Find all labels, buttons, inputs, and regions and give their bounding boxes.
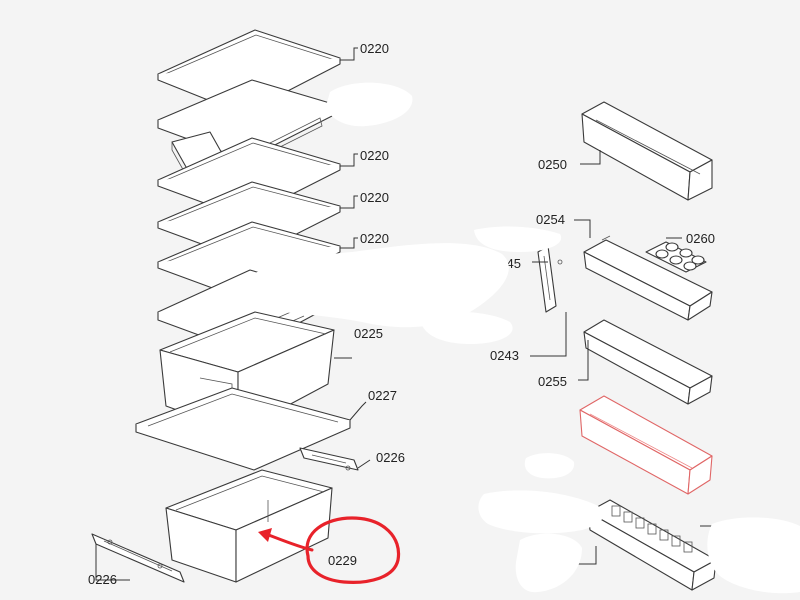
label-door-shelf-3: 0255 bbox=[538, 374, 567, 389]
label-crisper-lower: 0229 bbox=[328, 553, 357, 568]
redaction-scribbles bbox=[228, 82, 800, 594]
bottle-holder bbox=[611, 505, 693, 553]
label-shelf-1: 0220 bbox=[360, 41, 389, 56]
label-bracket-lower: 0243 bbox=[490, 348, 519, 363]
annotation-arrow-head bbox=[258, 528, 272, 542]
annotation-circle bbox=[305, 516, 401, 584]
egg-tray bbox=[645, 241, 707, 273]
crisper-drawer-lower bbox=[165, 469, 333, 583]
door-shelf-bottom bbox=[587, 499, 717, 591]
telescopic-rail-right bbox=[299, 447, 359, 471]
door-shelf-3 bbox=[583, 319, 713, 405]
door-box-top bbox=[581, 101, 713, 201]
label-shelf-5: 0220 bbox=[360, 231, 389, 246]
label-crisper-cover: 0227 bbox=[368, 388, 397, 403]
label-door-box-top: 0250 bbox=[538, 157, 567, 172]
label-rail-right: 0226 bbox=[376, 450, 405, 465]
annotation-arrow-shaft bbox=[264, 532, 314, 552]
red-annotation bbox=[258, 516, 401, 584]
label-egg-tray: 0260 bbox=[686, 231, 715, 246]
label-door-shelf-2: 0254 bbox=[536, 212, 565, 227]
leader-lines bbox=[95, 47, 716, 581]
door-shelf-highlighted bbox=[579, 395, 713, 495]
label-rail-left: 0226 bbox=[88, 572, 117, 587]
label-shelf-3: 0220 bbox=[360, 148, 389, 163]
door-bracket bbox=[537, 245, 563, 313]
door-shelf-2 bbox=[583, 235, 713, 321]
label-crisper-upper: 0225 bbox=[354, 326, 383, 341]
telescopic-rail-left bbox=[91, 533, 185, 583]
label-shelf-4: 0220 bbox=[360, 190, 389, 205]
